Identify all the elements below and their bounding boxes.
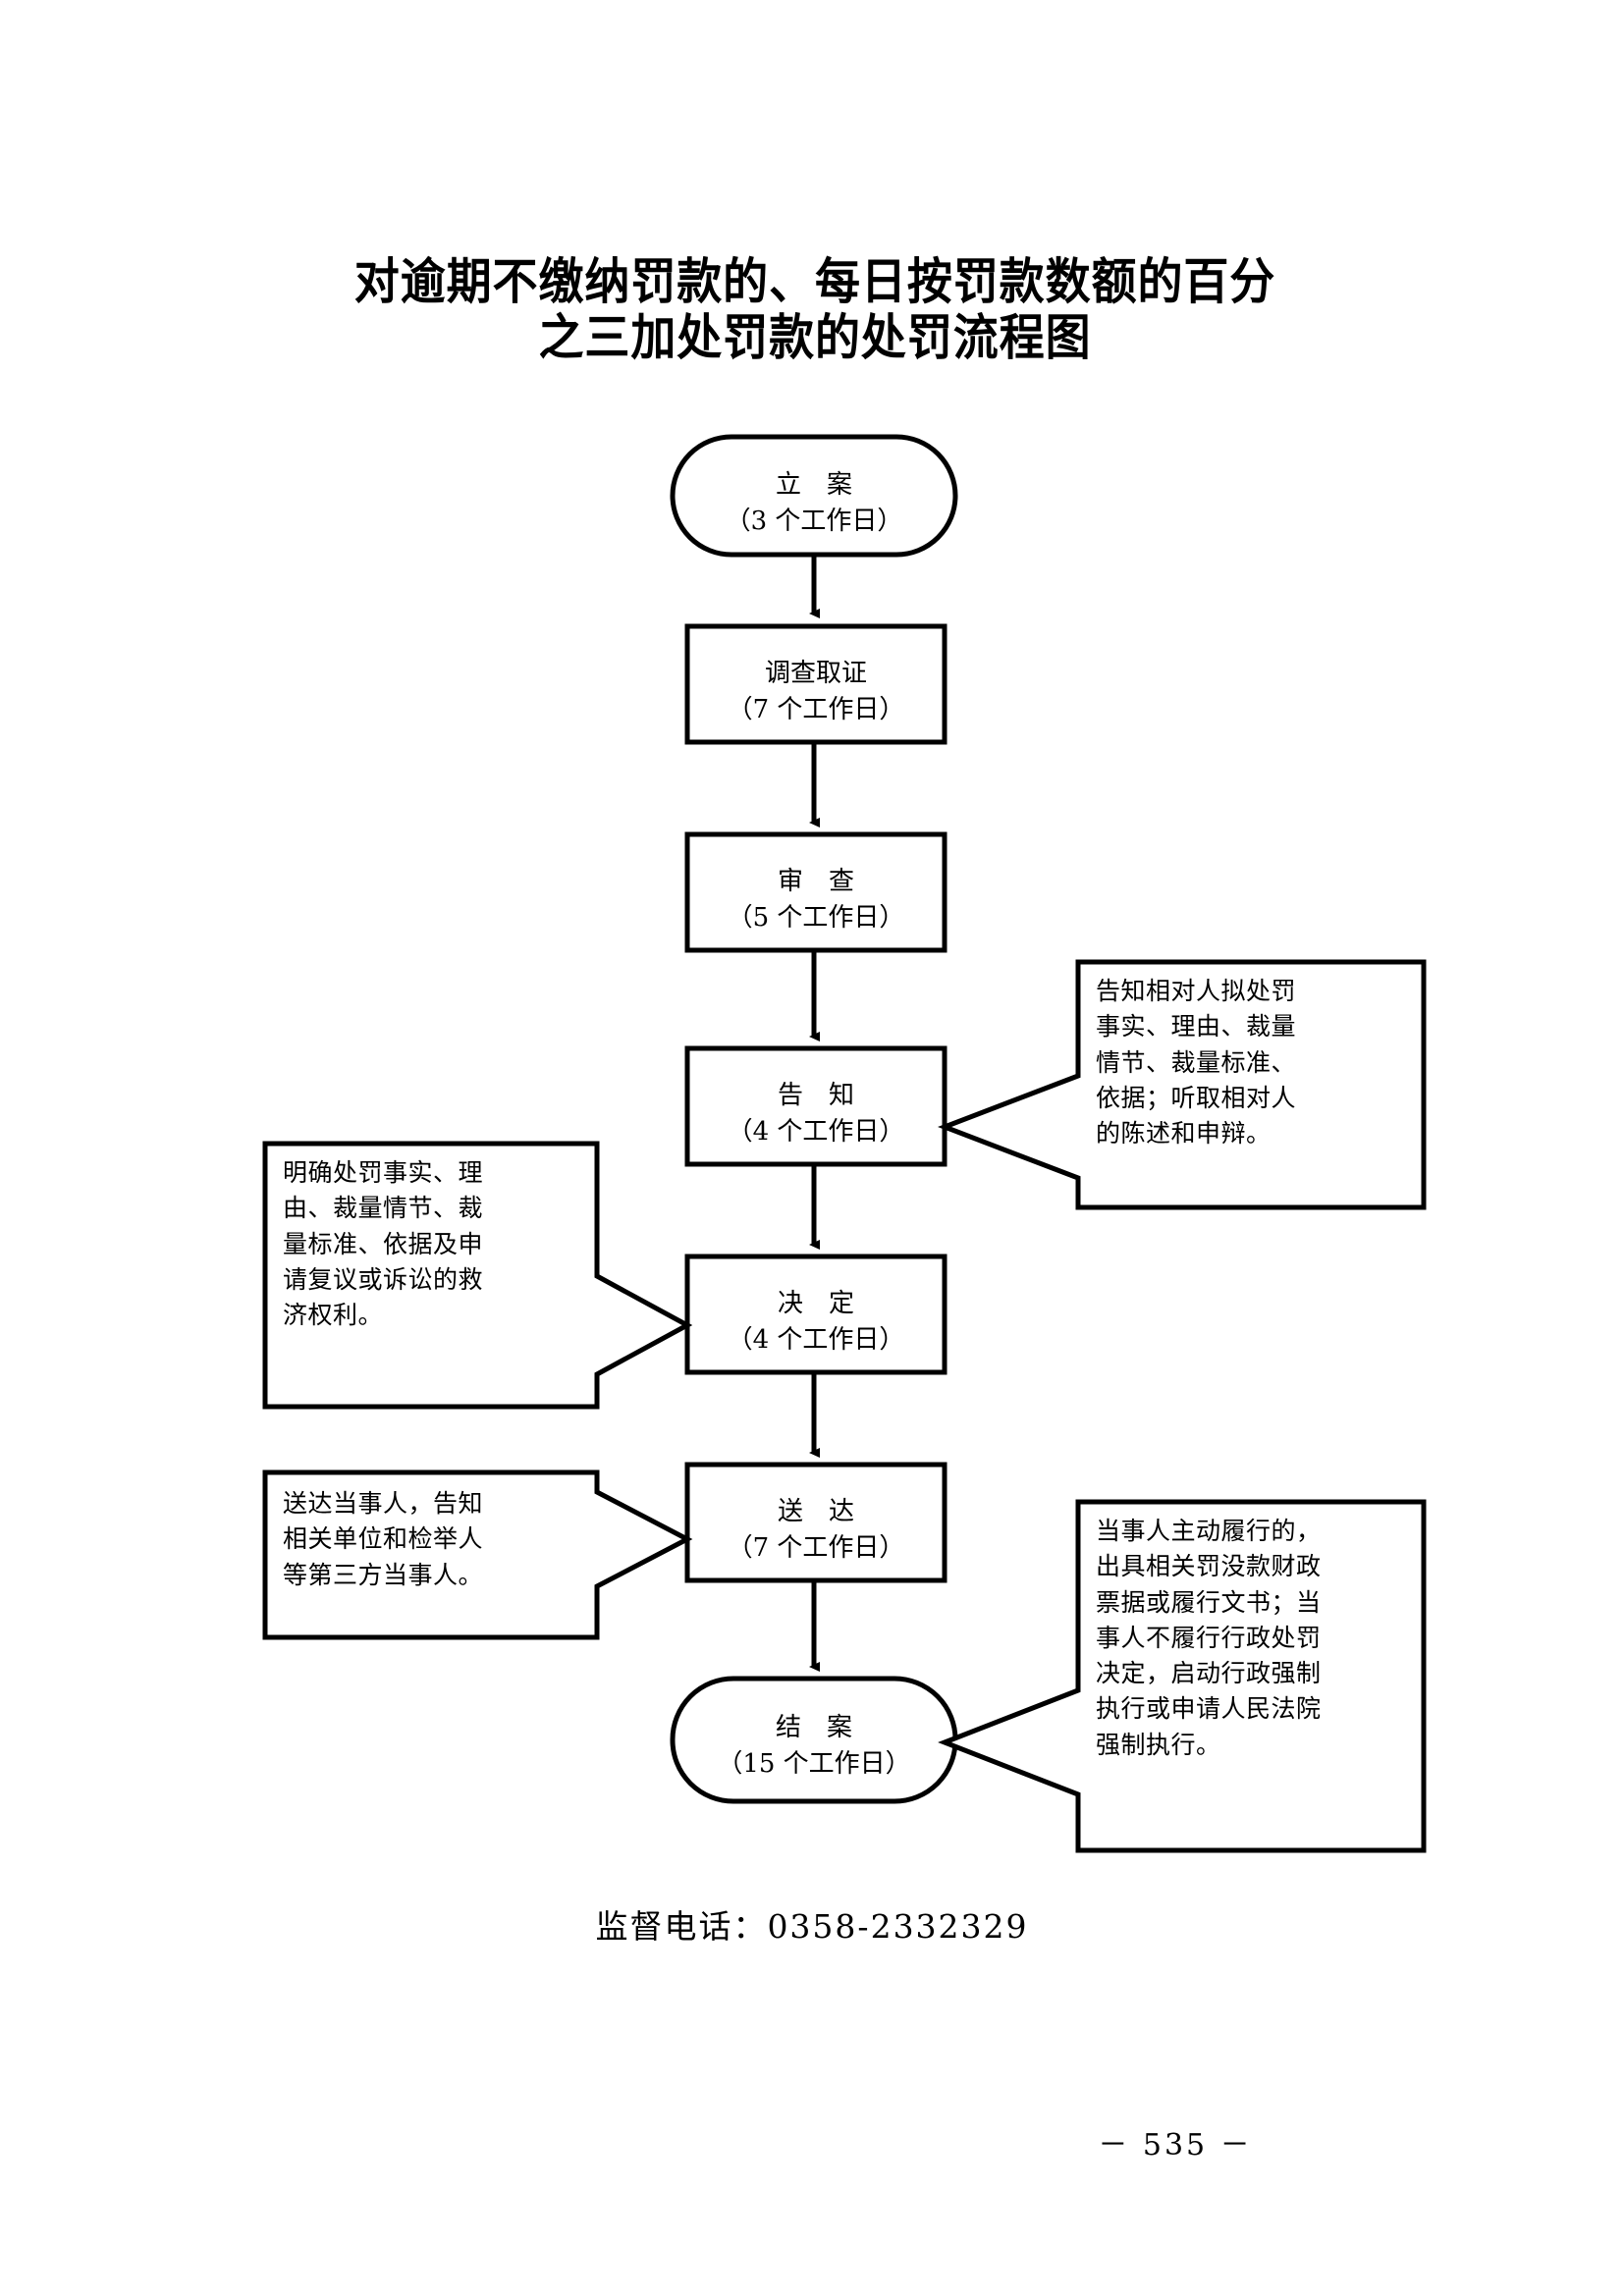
- callout-shape-notification-note: [937, 959, 1427, 1210]
- supervision-phone-line: 监督电话：0358-2332329: [595, 1907, 1029, 1946]
- node-shape-decision: [684, 1254, 947, 1375]
- callout-shape-decision-note: [262, 1141, 693, 1410]
- callout-shape-service-note: [262, 1469, 693, 1640]
- page-title: 对逾期不缴纳罚款的、每日按罚款数额的百分 之三加处罚款的处罚流程图: [353, 252, 1276, 366]
- callout-shape-closing-note: [938, 1499, 1427, 1853]
- node-shape-review: [684, 831, 947, 953]
- node-shape-notification: [684, 1045, 947, 1167]
- flowchart: 立 案 （3 个工作日） 调查取证 （7 个工作日） 审 查 （5 个工作日） …: [0, 412, 1624, 1914]
- node-shape-closing: [670, 1676, 958, 1804]
- node-shape-filing: [670, 434, 958, 558]
- page-number-container: － 535 －: [0, 2120, 1624, 2163]
- node-shape-investigation: [684, 623, 947, 745]
- flowchart-svg: [262, 434, 1427, 1853]
- page-number: － 535 －: [1098, 2128, 1253, 2163]
- node-shape-service: [684, 1462, 947, 1583]
